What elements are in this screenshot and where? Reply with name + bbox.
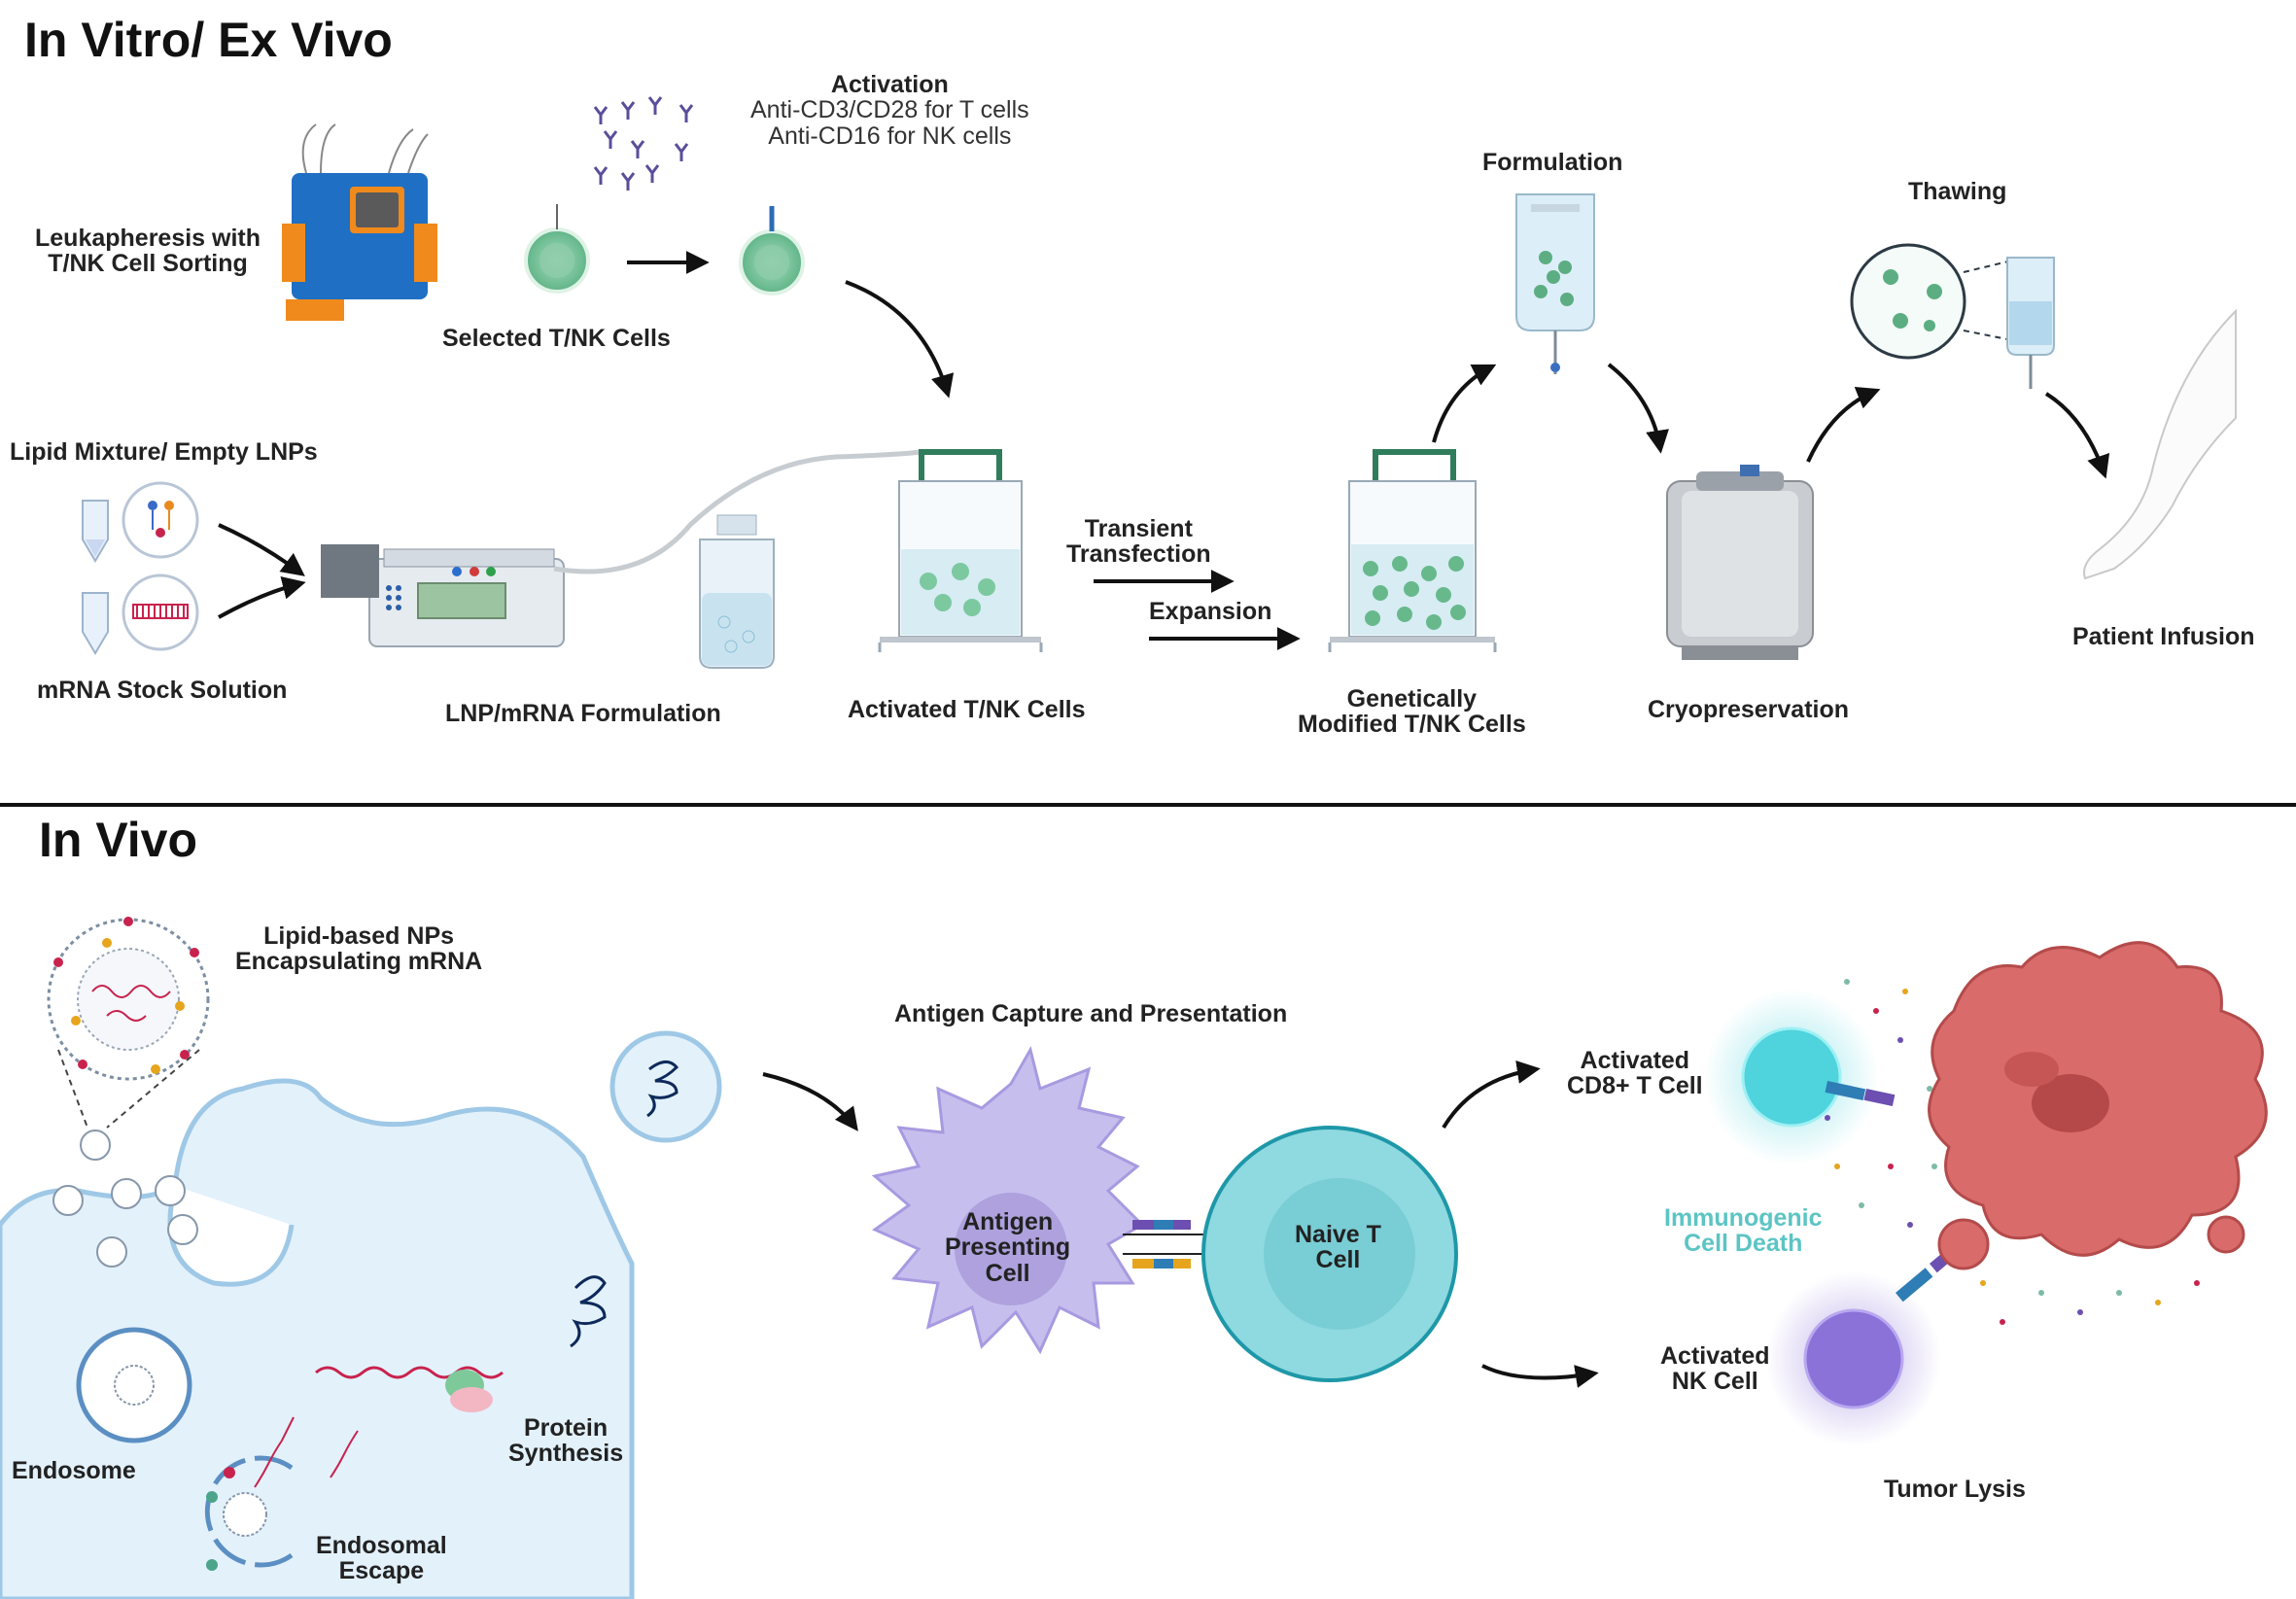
arrow-to-bioreactor (845, 280, 955, 399)
iv-bag-formulation-icon (1515, 193, 1595, 374)
protein-synthesis-icon (315, 1366, 504, 1412)
nk-line-1: Activated (1660, 1342, 1770, 1370)
cryo-tank-icon (1666, 465, 1814, 660)
arrow-lipid (218, 523, 305, 576)
formulation-label: Formulation (1482, 149, 1623, 176)
immunogenic-line-1: Immunogenic (1664, 1204, 1823, 1232)
tumor-lysis-label: Tumor Lysis (1884, 1476, 2026, 1503)
mrna-stock-label: mRNA Stock Solution (37, 677, 288, 704)
patient-infusion-label: Patient Infusion (2072, 623, 2255, 650)
transfection-line-2: Transfection (1066, 540, 1211, 569)
thawing-zoom-icon (1850, 243, 2055, 389)
escape-line-1: Endosomal (316, 1532, 447, 1559)
cd8-line-1: Activated (1580, 1047, 1690, 1074)
apc-cell-icon (871, 1046, 1145, 1355)
lipid-np-small-icons (52, 1130, 198, 1268)
naive-line-1: Naive T (1295, 1221, 1381, 1248)
arrow-to-thawing (1806, 386, 1881, 463)
arrow-to-formulation (1432, 364, 1497, 443)
arrow-to-nk (1481, 1364, 1599, 1388)
modified-line-1: Genetically (1346, 685, 1478, 713)
protein-line-1: Protein (523, 1414, 609, 1442)
expansion-label: Expansion (1149, 598, 1272, 625)
activated-nk-label: Activated NK Cell (1660, 1343, 1770, 1395)
transfection-label: Transient Transfection (1066, 516, 1211, 568)
modified-cells-label: Genetically Modified T/NK Cells (1298, 686, 1526, 738)
escape-line-2: Escape (338, 1557, 425, 1585)
activation-label: Activation Anti-CD3/CD28 for T cells Ant… (750, 72, 1029, 149)
section-title-in-vitro: In Vitro/ Ex Vivo (24, 13, 393, 67)
naive-line-2: Cell (1315, 1246, 1361, 1274)
selected-cell-icon (524, 204, 590, 294)
activation-title: Activation (830, 71, 949, 98)
selected-cells-label: Selected T/NK Cells (442, 325, 671, 352)
nk-cell-icon (1766, 1244, 1960, 1446)
lipid-tube-icon (82, 481, 199, 563)
lipid-nps-line-1: Lipid-based NPs (263, 922, 455, 950)
modified-line-2: Modified T/NK Cells (1298, 711, 1526, 739)
protein-squiggle-icon (570, 1275, 607, 1348)
cd8-cell-icon (1704, 990, 1896, 1164)
arrow-to-apc (762, 1072, 858, 1131)
apc-line-3: Cell (985, 1259, 1030, 1287)
immunogenic-line-2: Cell Death (1684, 1230, 1803, 1258)
leukapheresis-line-1: Leukapheresis with (35, 225, 261, 252)
bioreactor-activated-icon (878, 449, 1043, 652)
arrow-mrna (218, 576, 306, 619)
activated-cd8-label: Activated CD8+ T Cell (1567, 1048, 1703, 1099)
naive-t-label: Naive T Cell (1295, 1222, 1381, 1273)
bioreactor-modified-icon (1328, 449, 1497, 652)
arrow-to-patient (2044, 392, 2110, 479)
tumor-cell-icon (1928, 941, 2268, 1270)
transfection-line-1: Transient (1084, 515, 1193, 542)
media-bottle-icon (699, 514, 775, 669)
endosome-icon (76, 1327, 192, 1443)
endosomal-escape-icon (204, 1416, 359, 1571)
activated-cells-label: Activated T/NK Cells (848, 696, 1086, 723)
tcr-mhc-icon (1123, 1220, 1205, 1269)
activation-line-2: Anti-CD16 for NK cells (768, 122, 1012, 150)
lipid-nps-line-2: Encapsulating mRNA (235, 948, 483, 976)
protein-synthesis-label: Protein Synthesis (508, 1415, 623, 1467)
apc-line-2: Presenting (945, 1234, 1071, 1262)
lipid-np-large-icon (47, 917, 210, 1081)
activation-line-1: Anti-CD3/CD28 for T cells (750, 96, 1029, 124)
leukapheresis-machine-icon (282, 123, 437, 321)
protein-line-2: Synthesis (508, 1440, 624, 1468)
antibody-icons (593, 96, 694, 191)
thawing-label: Thawing (1908, 178, 2007, 205)
nk-line-2: NK Cell (1671, 1368, 1758, 1396)
apc-line-1: Antigen (962, 1208, 1054, 1235)
antigen-vesicle-icon (609, 1030, 722, 1143)
immunogenic-particles (1825, 979, 2200, 1325)
syringe-pump-icon (321, 544, 565, 647)
lipid-nps-label: Lipid-based NPs Encapsulating mRNA (235, 923, 482, 975)
lnp-formulation-label: LNP/mRNA Formulation (445, 700, 721, 727)
arrow-to-cryo (1607, 363, 1669, 454)
arrow-to-cd8 (1442, 1060, 1541, 1130)
endosome-label: Endosome (12, 1457, 136, 1484)
patient-arm-icon (2083, 308, 2237, 580)
cryopreservation-label: Cryopreservation (1648, 696, 1850, 723)
endosomal-escape-label: Endosomal Escape (316, 1533, 447, 1584)
leukapheresis-line-2: T/NK Cell Sorting (48, 250, 248, 278)
antigen-capture-label: Antigen Capture and Presentation (894, 1000, 1288, 1027)
cd8-line-2: CD8+ T Cell (1567, 1072, 1703, 1100)
immunogenic-label: Immunogenic Cell Death (1664, 1205, 1823, 1257)
apc-label: Antigen Presenting Cell (945, 1209, 1070, 1286)
mrna-tube-icon (82, 574, 199, 655)
tubing (553, 449, 922, 574)
naive-t-cell-icon (1201, 1126, 1458, 1382)
lipid-mixture-label: Lipid Mixture/ Empty LNPs (10, 438, 318, 466)
leukapheresis-label: Leukapheresis with T/NK Cell Sorting (35, 226, 261, 277)
section-title-in-vivo: In Vivo (39, 813, 198, 867)
activated-single-cell-icon (739, 206, 805, 295)
